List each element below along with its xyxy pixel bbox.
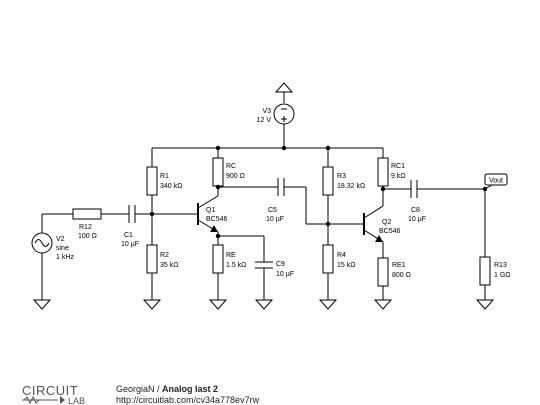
r12-name: R12 <box>79 224 92 231</box>
rc-resistor <box>212 157 224 187</box>
brand-bottom: LAB <box>68 396 85 405</box>
circuit-schematic: Vout V3 12 V R1 340 kΩ R2 35 kΩ R12 100 … <box>31 82 511 310</box>
c8-name: C8 <box>411 207 420 214</box>
v2-type: sine <box>56 245 69 252</box>
rc1-value: 9 kΩ <box>391 173 406 180</box>
vout-probe[interactable] <box>484 173 508 186</box>
r3-value: 18.32 kΩ <box>337 183 365 190</box>
q2-model: BC546 <box>379 228 401 235</box>
title-separator: / <box>154 384 163 394</box>
c9-name: C9 <box>276 261 285 268</box>
re-ground-symbol <box>208 299 228 310</box>
junction-dot <box>482 186 488 192</box>
junction-dot <box>325 221 331 227</box>
re-name: RE <box>226 252 236 259</box>
re-value: 1.5 kΩ <box>226 262 246 269</box>
v3-value: 12 V <box>257 117 272 124</box>
rc1-resistor <box>377 157 389 187</box>
r4-ground-symbol <box>318 299 338 310</box>
junction-dot <box>215 233 221 239</box>
footer: CIRCUIT LAB GeorgiaN / Analog last 2 htt… <box>0 381 540 405</box>
rc-name: RC <box>226 163 236 170</box>
r13-name: R13 <box>494 262 507 269</box>
r12-value: 100 Ω <box>78 233 97 240</box>
c1-value: 10 µF <box>121 241 139 248</box>
rc-value: 900 Ω <box>226 173 245 180</box>
r1-resistor <box>146 166 158 196</box>
re1-name: RE1 <box>392 262 406 269</box>
vout-label: Vout <box>489 178 503 185</box>
v3-name: V3 <box>262 108 271 115</box>
circuit-title: Analog last 2 <box>162 384 219 394</box>
q1-name: Q1 <box>206 207 215 214</box>
circuit-url[interactable]: http://circuitlab.com/cv34a778ev7rw <box>116 395 260 405</box>
re1-value: 800 Ω <box>392 272 411 279</box>
re-resistor <box>212 244 224 274</box>
brand-top: CIRCUIT <box>22 383 78 398</box>
r2-resistor <box>146 244 158 274</box>
r1-value: 340 kΩ <box>160 183 182 190</box>
r4-value: 15 kΩ <box>337 262 355 269</box>
junction-dot <box>215 145 221 151</box>
c9-value: 10 µF <box>276 271 294 278</box>
c5-value: 10 µF <box>266 216 284 223</box>
r13-ground-symbol <box>475 299 495 310</box>
v2-name: V2 <box>56 236 65 243</box>
re1-resistor <box>377 257 389 287</box>
circuitlab-logo: CIRCUIT LAB <box>22 383 85 405</box>
r2-ground-symbol <box>142 299 162 310</box>
c1-name: C1 <box>124 232 133 239</box>
r1-name: R1 <box>160 173 169 180</box>
v3-ground-symbol <box>274 82 294 93</box>
re1-ground-symbol <box>373 299 393 310</box>
v2-ground-symbol <box>32 299 52 310</box>
r3-name: R3 <box>337 173 346 180</box>
junction-dot <box>325 145 331 151</box>
r3-resistor <box>322 166 334 196</box>
junction-dot <box>380 186 386 192</box>
q1-model: BC546 <box>206 216 228 223</box>
r4-name: R4 <box>337 252 346 259</box>
c5-name: C5 <box>268 207 277 214</box>
v2-frequency: 1 kHz <box>56 254 74 261</box>
r2-name: R2 <box>160 252 169 259</box>
junction-dot <box>149 211 155 217</box>
r13-value: 1 GΩ <box>494 272 511 279</box>
r4-resistor <box>322 244 334 274</box>
junction-dot <box>215 184 221 190</box>
junction-dot <box>281 145 287 151</box>
r12-resistor <box>72 208 102 220</box>
footer-title-line: GeorgiaN / Analog last 2 <box>116 384 218 394</box>
author-link[interactable]: GeorgiaN <box>116 384 155 394</box>
q2-name: Q2 <box>382 219 391 226</box>
r13-resistor <box>479 256 491 286</box>
r2-value: 35 kΩ <box>160 262 178 269</box>
rc1-name: RC1 <box>391 163 405 170</box>
c8-value: 10 µF <box>408 216 426 223</box>
c9-ground-symbol <box>254 299 274 310</box>
